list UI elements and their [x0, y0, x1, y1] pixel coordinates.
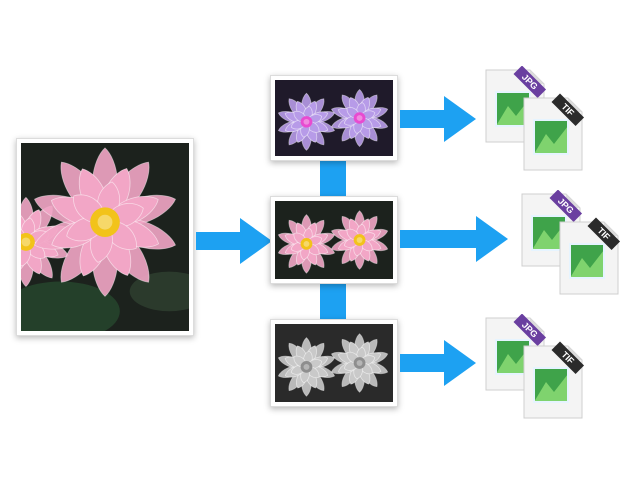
arrow-right-icon [400, 340, 476, 386]
tif-file-icon: TIF [559, 217, 621, 295]
arrow-right-icon [400, 96, 476, 142]
arrow-right-icon [400, 216, 508, 262]
main-lotus [34, 147, 176, 297]
connector-bottom [320, 283, 346, 319]
grayscale-variant [275, 324, 393, 402]
tif-file-icon: TIF [523, 93, 585, 171]
source-lotus-photo [21, 143, 189, 331]
purple-tinted-variant [275, 80, 393, 156]
lotus-left [277, 214, 336, 274]
variant-photo-frame-purple [270, 75, 398, 161]
lotus-right [331, 210, 389, 270]
lotus-left [277, 337, 336, 397]
source-photo-frame [16, 138, 194, 336]
connector-top [320, 160, 346, 196]
lotus-right [331, 88, 389, 148]
original-color-variant [275, 201, 393, 279]
lotus-left [277, 92, 336, 151]
variant-photo-frame-color [270, 196, 398, 284]
variant-photo-frame-gray [270, 319, 398, 407]
arrow-right-icon [196, 218, 272, 264]
tif-file-icon: TIF [523, 341, 585, 419]
lotus-right [331, 333, 389, 393]
